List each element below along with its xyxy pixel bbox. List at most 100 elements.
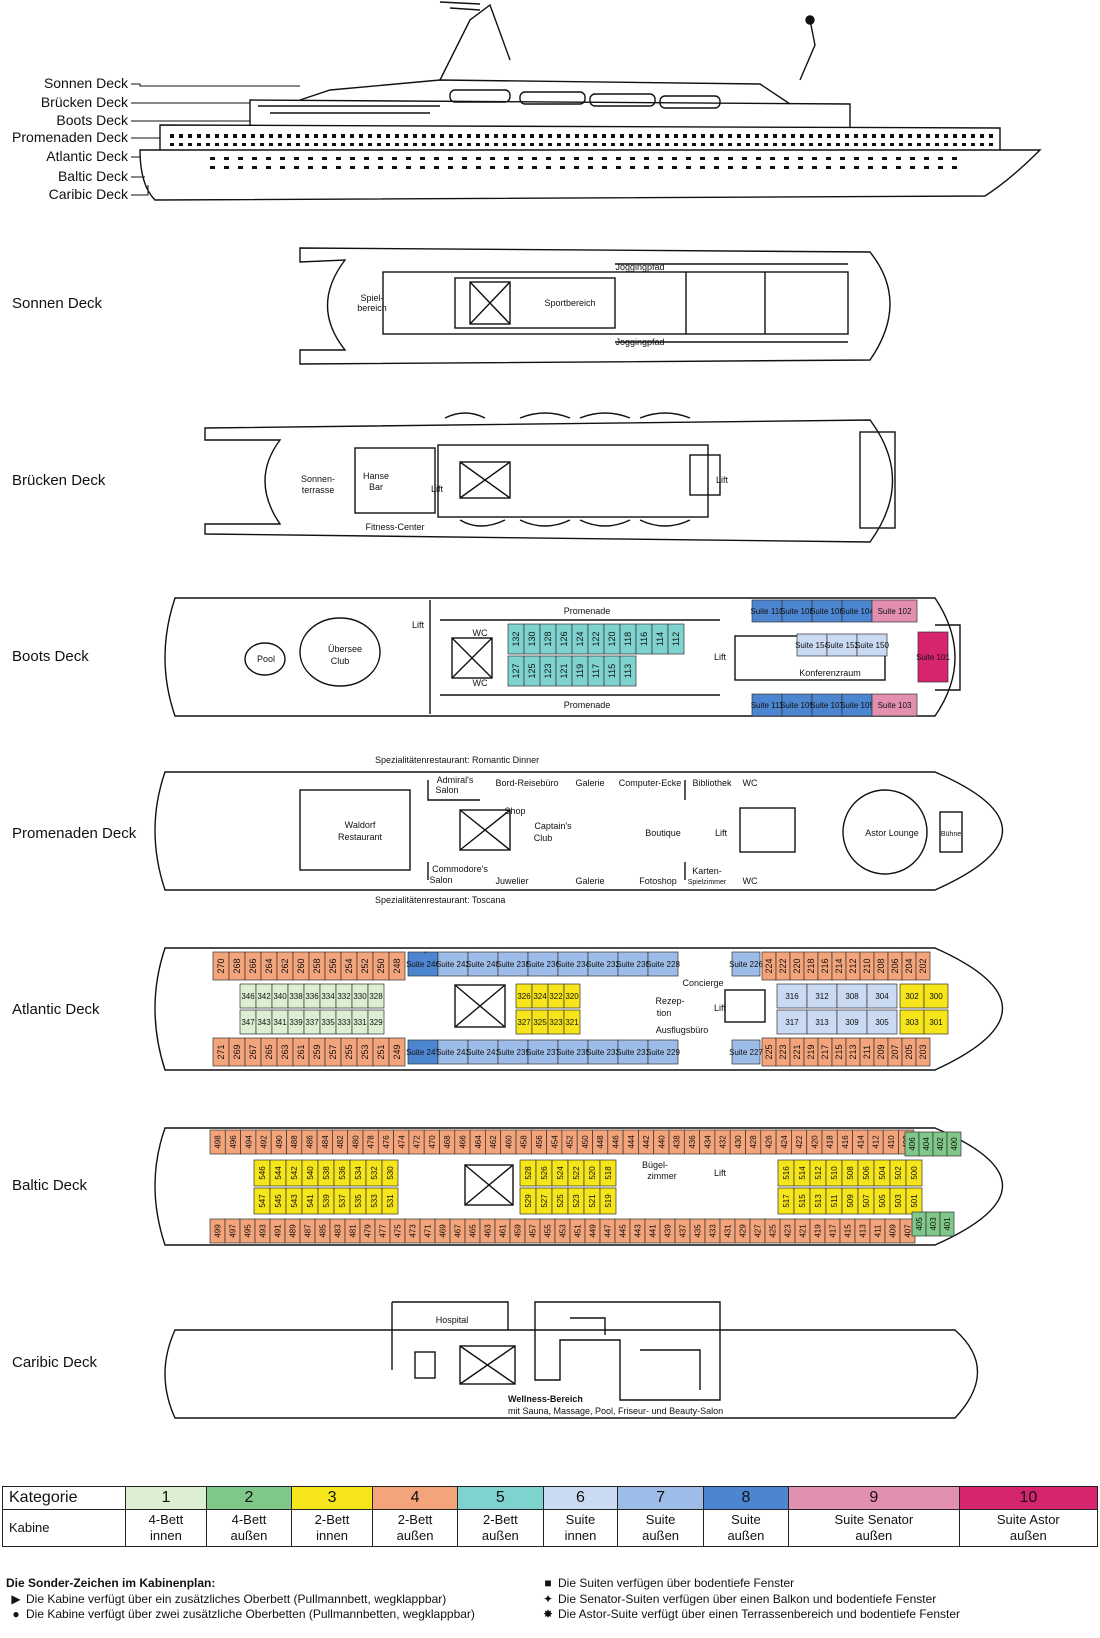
window: [458, 143, 462, 146]
svg-text:423: 423: [784, 1224, 793, 1238]
cabin-526: 526: [535, 1159, 553, 1187]
svg-text:405: 405: [915, 1217, 924, 1231]
window: [449, 134, 453, 138]
svg-text:Suite 233: Suite 233: [586, 1048, 620, 1057]
window: [560, 157, 565, 160]
legend-cat-6: 6: [542, 1486, 619, 1510]
cabin-119: 119: [571, 655, 589, 687]
cabin-501: 501: [905, 1187, 923, 1215]
suite-110: Suite 110: [750, 599, 784, 623]
window: [638, 143, 642, 146]
window: [350, 134, 354, 138]
svg-text:538: 538: [322, 1166, 331, 1180]
cabin-343: 343: [255, 1009, 273, 1035]
label-rezeption-2: tion: [657, 1008, 672, 1018]
suite-239: Suite 239: [496, 1039, 530, 1065]
svg-text:271: 271: [216, 1044, 226, 1059]
window: [938, 157, 943, 160]
window: [188, 134, 192, 138]
cabin-222: 222: [775, 951, 791, 981]
window: [944, 134, 948, 138]
svg-text:525: 525: [556, 1194, 565, 1208]
cabin-203: 203: [915, 1037, 931, 1067]
window: [924, 166, 929, 169]
cabin-480: 480: [347, 1129, 364, 1155]
cabin-417: 417: [824, 1218, 841, 1244]
window: [910, 166, 915, 169]
window: [269, 134, 273, 138]
cabin-332: 332: [335, 983, 353, 1009]
window: [672, 166, 677, 169]
svg-text:Suite 229: Suite 229: [646, 1048, 680, 1057]
window: [462, 166, 467, 169]
window: [584, 143, 588, 146]
window: [840, 166, 845, 169]
suite-236: Suite 236: [526, 951, 560, 977]
svg-text:Suite 231: Suite 231: [616, 1048, 650, 1057]
cabin-500: 500: [905, 1159, 923, 1187]
cabin-499: 499: [209, 1218, 226, 1244]
suite-105: Suite 105: [840, 693, 874, 717]
window: [798, 157, 803, 160]
window: [197, 143, 201, 146]
window: [756, 157, 761, 160]
svg-text:460: 460: [504, 1135, 513, 1149]
svg-text:534: 534: [354, 1166, 363, 1180]
window: [233, 134, 237, 138]
cabin-516: 516: [777, 1159, 795, 1187]
svg-text:530: 530: [386, 1166, 395, 1180]
label-wc-bottom: WC: [743, 876, 758, 886]
window: [616, 157, 621, 160]
window: [368, 134, 372, 138]
svg-text:130: 130: [527, 631, 537, 646]
svg-text:477: 477: [379, 1224, 388, 1238]
label-computer-ecke: Computer-Ecke: [619, 778, 682, 788]
svg-text:539: 539: [322, 1194, 331, 1208]
window: [701, 143, 705, 146]
svg-text:492: 492: [260, 1135, 269, 1149]
svg-text:457: 457: [529, 1224, 538, 1238]
cabin-218: 218: [803, 951, 819, 981]
window: [242, 134, 246, 138]
svg-text:313: 313: [815, 1018, 829, 1027]
window: [170, 143, 174, 146]
window: [701, 134, 705, 138]
svg-text:468: 468: [443, 1135, 452, 1149]
window: [308, 166, 313, 169]
cabin-486: 486: [301, 1129, 318, 1155]
label-ausflugsbuero: Ausflugsbüro: [656, 1025, 709, 1035]
cabin-217: 217: [817, 1037, 833, 1067]
deck-plan-drawing: Spiel- bereich Sportbereich Joggingpfad …: [131, 1, 1042, 1419]
window: [252, 166, 257, 169]
svg-text:341: 341: [273, 1018, 287, 1027]
svg-text:324: 324: [533, 992, 547, 1001]
cabin-530: 530: [381, 1159, 399, 1187]
cabin-335: 335: [319, 1009, 337, 1035]
svg-text:122: 122: [591, 631, 601, 646]
window: [989, 134, 993, 138]
cabin-475: 475: [389, 1218, 406, 1244]
window: [406, 166, 411, 169]
cabin-490: 490: [270, 1129, 287, 1155]
note-two-extra-beds: ●Die Kabine verfügt über zwei zusätzlich…: [6, 1607, 475, 1623]
cabin-505: 505: [873, 1187, 891, 1215]
cabin-336: 336: [303, 983, 321, 1009]
window: [431, 134, 435, 138]
svg-text:Suite 103: Suite 103: [878, 701, 912, 710]
window: [674, 134, 678, 138]
cabin-271: 271: [212, 1037, 230, 1067]
window: [890, 143, 894, 146]
cabin-118: 118: [619, 623, 637, 655]
cabin-541: 541: [301, 1187, 319, 1215]
svg-text:Suite 235: Suite 235: [556, 1048, 590, 1057]
svg-text:335: 335: [321, 1018, 335, 1027]
window: [462, 157, 467, 160]
cabin-533: 533: [365, 1187, 383, 1215]
label-spielbereich-2: bereich: [357, 303, 387, 313]
svg-text:458: 458: [520, 1135, 529, 1149]
svg-text:447: 447: [604, 1224, 613, 1238]
window: [431, 143, 435, 146]
astor-suite-101: Suite 101: [916, 631, 950, 683]
